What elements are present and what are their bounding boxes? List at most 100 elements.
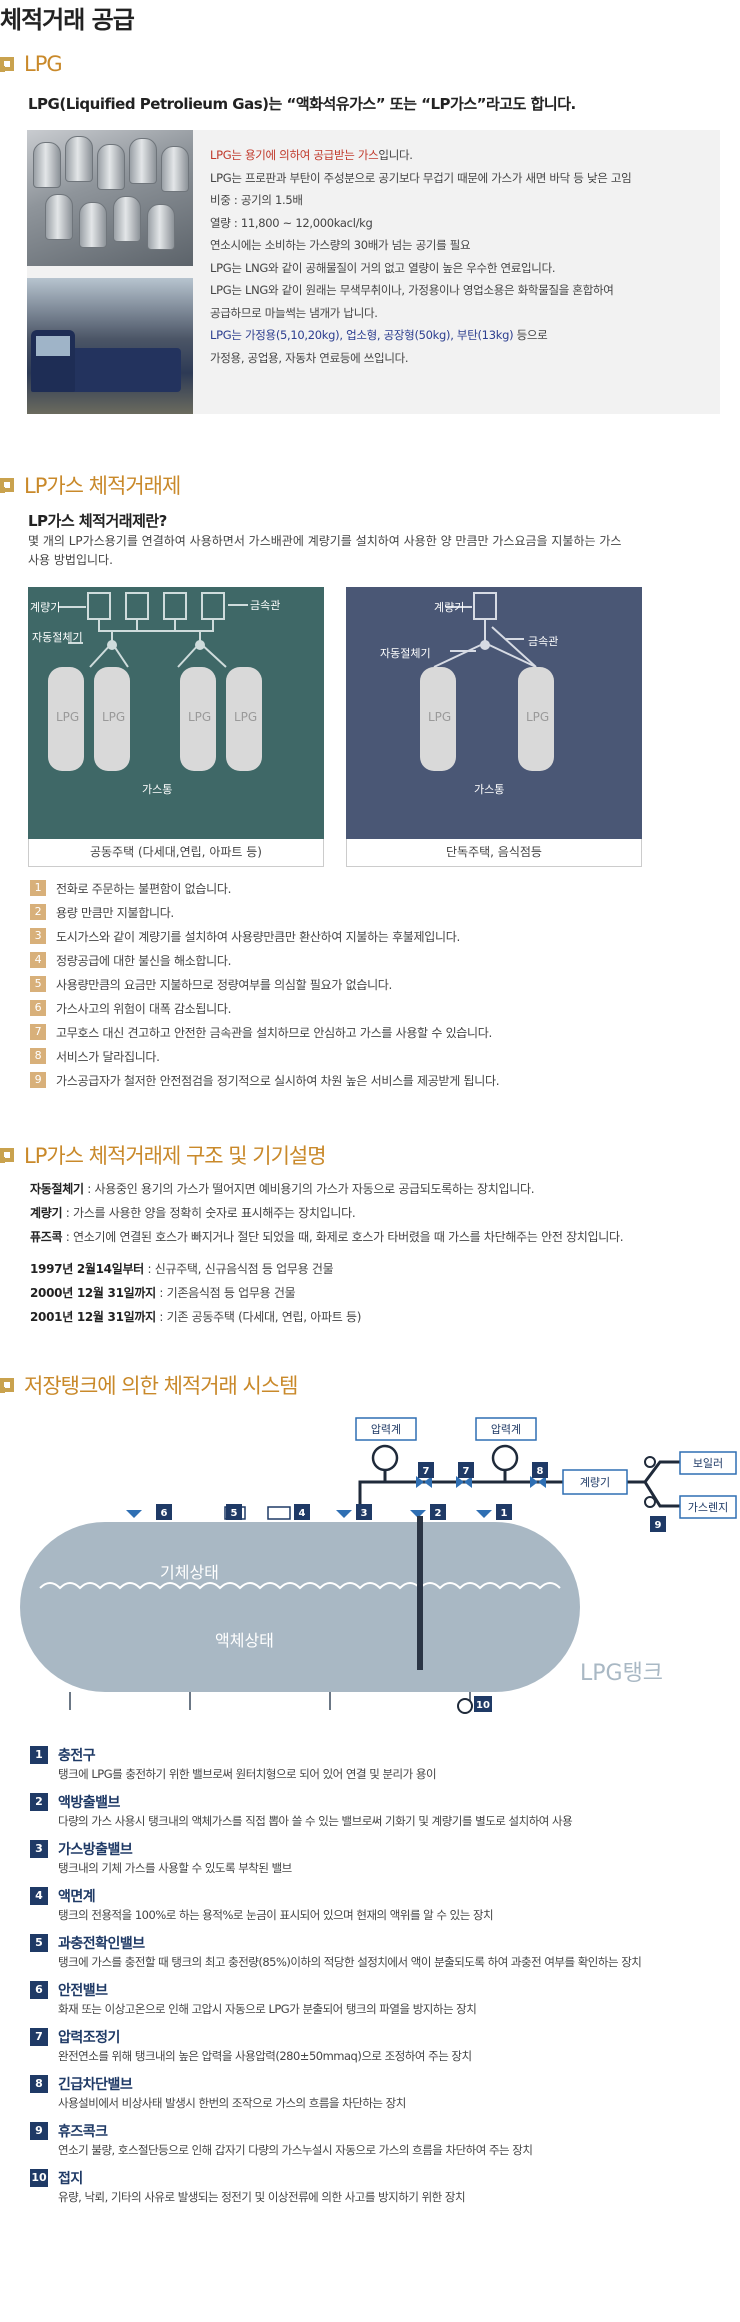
section-bullet-icon [0, 1148, 14, 1163]
gauge-label: 압력계 [371, 1423, 401, 1436]
cyl-label: LPG [428, 710, 451, 724]
svg-text:4: 4 [299, 1508, 306, 1519]
headline-text: LPG(Liquified Petrolieum Gas)는 [28, 95, 287, 113]
tank-label: 가스통 [474, 783, 504, 796]
gauge-label: 압력계 [491, 1423, 521, 1436]
section-lpg-header: LPG [0, 52, 63, 76]
shutoff-label: 자동절체기 [380, 647, 431, 660]
headline-text: 또는 [385, 95, 422, 113]
volume-question: LP가스 체적거래제란? [28, 512, 167, 530]
section-volume-header: LP가스 체적거래제 [0, 470, 181, 500]
lpg-line: 비중 : 공기의 1.5배 [210, 193, 303, 207]
headline-text: 라고도 합니다. [486, 95, 576, 113]
cyl-label: LPG [526, 710, 549, 724]
structure-item: 퓨즈콕 : 연소기에 연결된 호스가 빠지거나 절단 되었을 때, 화제로 호스… [30, 1230, 624, 1244]
diagram-caption: 공동주택 (다세대,연립, 아파트 등) [28, 839, 324, 867]
gas-state-label: 기체상태 [160, 1563, 219, 1582]
apartment-system-diagram: 계량기 금속관 자동절체기 LPG LPG LPG LPG 가스통 [28, 587, 324, 839]
section-bullet-icon [0, 57, 14, 72]
lpg-line: LPG는 LNG와 같이 공해물질이 거의 없고 열량이 높은 우수한 연료입니… [210, 260, 556, 275]
diagram-house: 계량기 금속관 자동절체기 LPG LPG 가스통 단독주택, 음식점등 [346, 587, 642, 871]
desc-line: 사용 방법입니다. [28, 553, 113, 567]
gas-cylinders-photo [27, 130, 193, 266]
lpg-line: 가정용, 공업용, 자동차 연료등에 쓰입니다. [210, 350, 409, 365]
liquid-state-label: 액체상태 [215, 1631, 274, 1650]
pressure-gauge-icon [371, 1444, 399, 1472]
lpg-line: LPG는 용기에 의하여 공급받는 가스입니다. [210, 148, 413, 162]
headline-quote: “액화석유가스” [286, 95, 386, 113]
lpg-headline: LPG(Liquified Petrolieum Gas)는 “액화석유가스” … [28, 93, 576, 114]
meter-label: 계량기 [434, 601, 464, 614]
lpg-tank [20, 1522, 580, 1692]
lpg-line: LPG는 가정용(5,10,20kg), 업소형, 공장형(50kg), 부탄(… [210, 328, 548, 342]
section-title: LP가스 체적거래제 [24, 474, 181, 498]
desc-line: 몇 개의 LP가스용기를 연결하여 사용하면서 가스배관에 계량기를 설치하여 … [28, 534, 622, 548]
headline-quote: “LP가스” [421, 95, 486, 113]
lpg-line: 공급하므로 마늘썩는 냄개가 납니다. [210, 305, 378, 320]
delivery-truck-photo [27, 278, 193, 414]
shutoff-label: 자동절체기 [32, 631, 83, 644]
svg-text:5: 5 [231, 1508, 238, 1519]
lpg-line: 열량 : 11,800 ~ 12,000kacl/kg [210, 215, 373, 230]
date-item: 2001년 12월 31일까지 : 기존 공동주택 (다세대, 연립, 아파트 … [30, 1310, 362, 1324]
lpg-line: 연소시에는 소비하는 가스량의 30배가 넘는 공기를 필요 [210, 238, 471, 252]
diagram-caption: 단독주택, 음식점등 [346, 839, 642, 867]
boiler-label: 보일러 [693, 1456, 723, 1470]
meter-label: 계량기 [30, 601, 60, 614]
section-title: LPG [24, 52, 63, 76]
section-tank-header: 저장탱크에 의한 체적거래 시스템 [0, 1370, 299, 1400]
svg-text:7: 7 [463, 1466, 470, 1477]
section-structure-header: LP가스 체적거래제 구조 및 기기설명 [0, 1140, 327, 1170]
lpg-line: LPG는 프로판과 부탄이 주성분으로 공기보다 무겁기 때문에 가스가 새면 … [210, 170, 632, 185]
cyl-label: LPG [188, 710, 211, 724]
cyl-label: LPG [102, 710, 125, 724]
svg-text:9: 9 [655, 1520, 662, 1531]
volume-description: 몇 개의 LP가스용기를 연결하여 사용하면서 가스배관에 계량기를 설치하여 … [28, 532, 718, 570]
svg-text:10: 10 [476, 1700, 490, 1711]
tank-label: 가스통 [142, 783, 172, 796]
svg-text:8: 8 [537, 1466, 544, 1477]
section-bullet-icon [0, 478, 14, 493]
svg-text:6: 6 [161, 1508, 168, 1519]
structure-item: 계량기 : 가스를 사용한 양을 정확히 숫자로 표시해주는 장치입니다. [30, 1206, 356, 1220]
tank-system-diagram: 압력계 압력계 계량기 보일러 가스렌지 기체상태 액체상태 LPG탱크 1 2… [20, 1417, 737, 1714]
pipe-label: 금속관 [528, 635, 558, 648]
diagram-apartment: 계량기 금속관 자동절체기 LPG LPG LPG LPG 가스통 공동주택 (… [28, 587, 324, 871]
section-title: LP가스 체적거래제 구조 및 기기설명 [24, 1144, 327, 1168]
structure-item: 자동절체기 : 사용중인 용기의 가스가 떨어지면 예비용기의 가스가 자동으로… [30, 1182, 535, 1196]
svg-text:7: 7 [423, 1466, 430, 1477]
cyl-label: LPG [234, 710, 257, 724]
lpg-line: LPG는 LNG와 같이 원래는 무색무취이나, 가정용이나 영업소용은 화학물… [210, 283, 614, 297]
cyl-label: LPG [56, 710, 79, 724]
svg-text:2: 2 [435, 1508, 442, 1519]
section-title: 저장탱크에 의한 체적거래 시스템 [24, 1374, 299, 1398]
meter-label: 계량기 [580, 1476, 610, 1489]
page-title: 체적거래 공급 [0, 6, 135, 34]
lpg-description: LPG는 용기에 의하여 공급받는 가스입니다. LPG는 프로판과 부탄이 주… [210, 144, 710, 369]
house-system-diagram: 계량기 금속관 자동절체기 LPG LPG 가스통 [346, 587, 642, 839]
svg-text:1: 1 [501, 1508, 508, 1519]
pressure-gauge-icon [491, 1444, 519, 1472]
date-item: 1997년 2월14일부터 : 신규주택, 신규음식점 등 업무용 건물 [30, 1262, 334, 1276]
tank-label: LPG탱크 [580, 1661, 663, 1686]
